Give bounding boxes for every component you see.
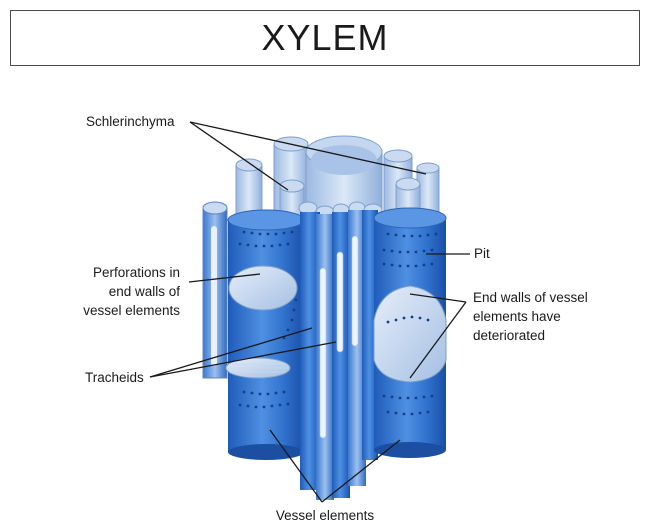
label-end-walls-line3: deteriorated [473, 328, 545, 343]
central-tracheids [300, 210, 378, 500]
vessel-element-right [373, 207, 447, 458]
label-end-walls-line2: elements have [473, 309, 561, 324]
label-pit: Pit [474, 246, 490, 261]
left-thin-tube [202, 201, 228, 379]
label-tracheids: Tracheids [85, 370, 144, 385]
title-box: XYLEM [10, 10, 640, 66]
label-end-walls-line1: End walls of vessel [473, 290, 588, 305]
label-perforations-line3: vessel elements [83, 303, 180, 318]
label-perforations-line1: Perforations in [93, 265, 180, 280]
label-perforations-line2: end walls of [109, 284, 181, 299]
label-vessel-elements: Vessel elements [276, 508, 375, 523]
diagram-title: XYLEM [261, 17, 389, 58]
leader-lines [149, 121, 470, 503]
label-schlerinchyma: Schlerinchyma [86, 114, 175, 129]
vessel-element-left [225, 209, 305, 460]
